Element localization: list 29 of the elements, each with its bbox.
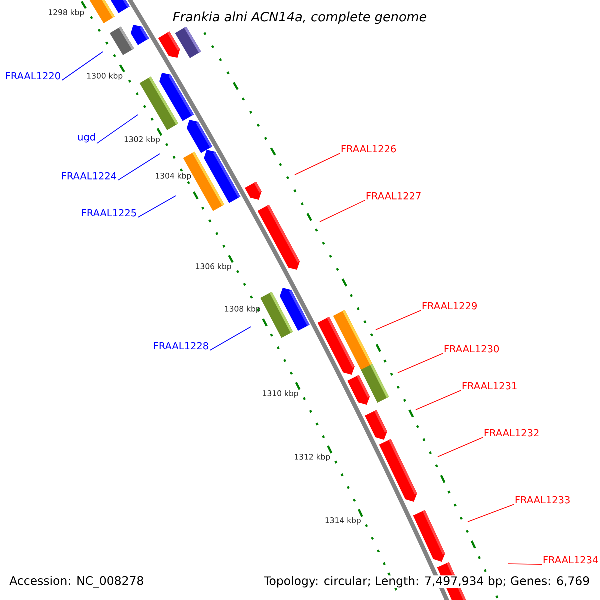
footer-text: Accession: NC_008278 bbox=[8, 574, 146, 590]
leader-line bbox=[468, 504, 514, 522]
gene-label: FRAAL1229 bbox=[422, 302, 477, 310]
gene-label: FRAAL1230 bbox=[444, 345, 500, 353]
leader-line bbox=[62, 52, 104, 82]
leader-line bbox=[376, 310, 422, 330]
gene-label: FRAAL1234 bbox=[544, 556, 598, 564]
gene-label: FRAAL1231 bbox=[462, 382, 517, 390]
leader-line bbox=[438, 437, 484, 458]
gene-label: FRAAL1224 bbox=[62, 172, 116, 180]
gene-label: FRAAL1232 bbox=[484, 429, 539, 437]
gene-label: FRAAL1220 bbox=[6, 72, 60, 80]
gene-label: ugd bbox=[78, 133, 96, 143]
leader-line bbox=[210, 326, 252, 352]
gene-label: FRAAL1226 bbox=[342, 145, 396, 153]
leader-line bbox=[294, 153, 340, 176]
leader-line bbox=[96, 114, 138, 144]
leader-line bbox=[138, 196, 176, 218]
gene-label: FRAAL1233 bbox=[516, 496, 570, 504]
gene-label: FRAAL1225 bbox=[82, 209, 136, 217]
leader-line bbox=[508, 564, 542, 566]
leader-line bbox=[398, 353, 444, 374]
leader-line bbox=[416, 390, 462, 410]
title: Frankia alni ACN14a, complete genome bbox=[172, 10, 428, 26]
leader-line bbox=[320, 200, 366, 222]
gene-label: FRAAL1227 bbox=[366, 192, 421, 200]
footer-text: Topology: circular; Length: 7,497,934 bp; Genes: 6,769 bbox=[263, 576, 591, 588]
leader-line bbox=[118, 154, 160, 181]
gene-label: FRAAL1228 bbox=[154, 342, 208, 350]
